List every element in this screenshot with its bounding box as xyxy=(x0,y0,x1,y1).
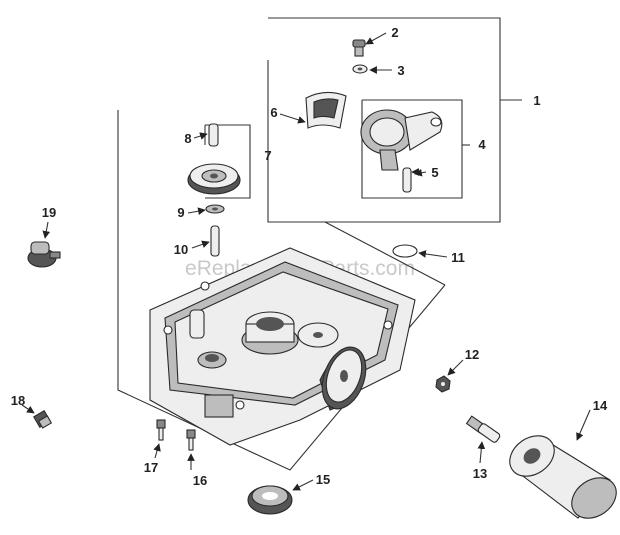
pin-part-8 xyxy=(208,123,219,147)
washer-part-9 xyxy=(205,204,225,214)
fitting-part-13 xyxy=(465,415,501,443)
callout-8: 8 xyxy=(184,131,191,146)
bolt-part-16 xyxy=(186,429,196,451)
callout-13: 13 xyxy=(473,466,487,481)
callout-2: 2 xyxy=(391,25,398,40)
pin-part-5 xyxy=(402,167,412,193)
callout-3: 3 xyxy=(397,63,404,78)
bearing-part-6 xyxy=(305,91,347,129)
o-ring-part-11 xyxy=(392,244,418,258)
gear-part-7 xyxy=(187,163,241,195)
callout-10: 10 xyxy=(174,242,188,257)
callout-15: 15 xyxy=(316,472,330,487)
callout-6: 6 xyxy=(270,105,277,120)
plug-part-18 xyxy=(33,410,53,429)
seal-part-15 xyxy=(247,485,293,515)
leader-lines xyxy=(21,32,591,491)
callout-12: 12 xyxy=(465,347,479,362)
oil-pan-housing xyxy=(149,247,416,446)
callout-18: 18 xyxy=(11,393,25,408)
callout-1: 1 xyxy=(533,93,540,108)
oil-pump-part-4 xyxy=(360,109,443,171)
callout-11: 11 xyxy=(451,250,465,265)
callout-9: 9 xyxy=(177,205,184,220)
washer-part-3 xyxy=(352,64,368,74)
callout-5: 5 xyxy=(431,165,438,180)
screw-part-2 xyxy=(352,39,366,57)
kit-1-bracket xyxy=(267,17,522,223)
switch-part-19 xyxy=(27,241,61,268)
oil-filter-part-14 xyxy=(509,435,617,519)
callout-7: 7 xyxy=(264,148,271,163)
shaft-part-10 xyxy=(210,225,220,257)
callout-labels: 1 2 3 4 5 6 7 8 9 10 11 12 13 14 15 16 1… xyxy=(11,25,608,488)
callout-14: 14 xyxy=(593,398,608,413)
bolt-part-17 xyxy=(156,419,166,441)
part-4-bracket xyxy=(361,99,470,199)
callout-19: 19 xyxy=(42,205,56,220)
callout-17: 17 xyxy=(144,460,158,475)
nut-part-12 xyxy=(435,375,451,393)
callout-16: 16 xyxy=(193,473,207,488)
callout-4: 4 xyxy=(478,137,486,152)
